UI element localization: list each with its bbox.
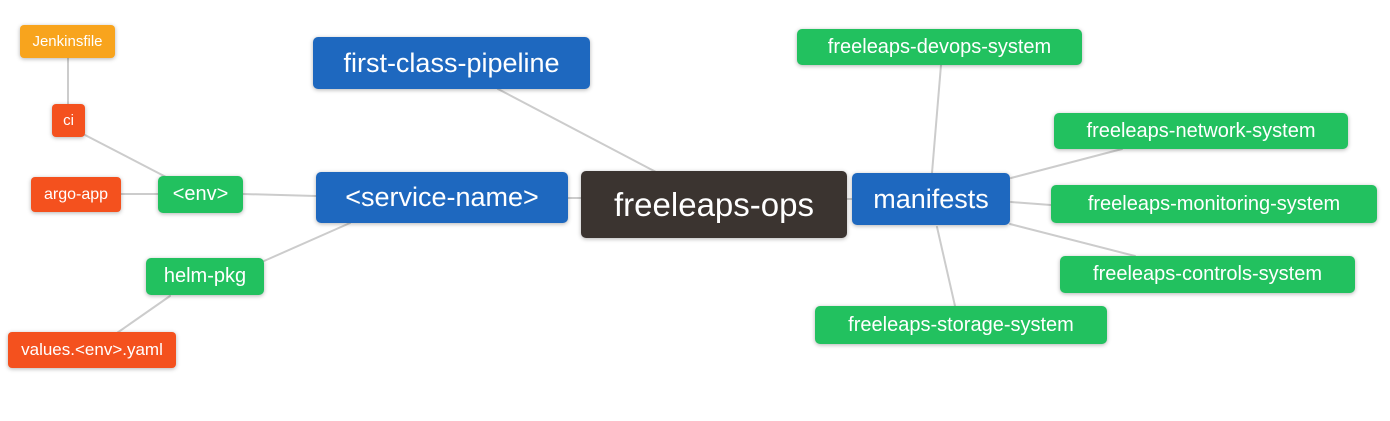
edge-ci-env — [84, 134, 167, 178]
edge-service-name-helm-pkg — [263, 222, 351, 262]
edge-first-class-pipeline-freeleaps-ops — [497, 88, 657, 173]
node-manifests[interactable]: manifests — [852, 173, 1010, 225]
node-argo-app[interactable]: argo-app — [31, 177, 121, 212]
node-freeleaps-monitoring-system[interactable]: freeleaps-monitoring-system — [1051, 185, 1377, 223]
edge-env-service-name — [242, 193, 317, 197]
node-helm-pkg[interactable]: helm-pkg — [146, 258, 264, 295]
node-freeleaps-storage-system[interactable]: freeleaps-storage-system — [815, 306, 1107, 344]
edge-manifests-devops-system — [931, 64, 942, 174]
edge-manifests-controls-system — [1009, 223, 1136, 257]
edge-manifests-storage-system — [936, 226, 956, 307]
node-service-name[interactable]: <service-name> — [316, 172, 568, 223]
node-ci[interactable]: ci — [52, 104, 85, 137]
node-freeleaps-controls-system[interactable]: freeleaps-controls-system — [1060, 256, 1355, 293]
node-jenkinsfile[interactable]: Jenkinsfile — [20, 25, 115, 58]
node-freeleaps-network-system[interactable]: freeleaps-network-system — [1054, 113, 1348, 149]
edge-helm-pkg-values-env-yaml — [116, 295, 171, 334]
node-first-class-pipeline[interactable]: first-class-pipeline — [313, 37, 590, 89]
node-freeleaps-ops[interactable]: freeleaps-ops — [581, 171, 847, 238]
edge-manifests-monitoring-system — [1010, 201, 1052, 206]
node-env[interactable]: <env> — [158, 176, 243, 213]
node-values-env-yaml[interactable]: values.<env>.yaml — [8, 332, 176, 368]
edge-manifests-network-system — [1010, 148, 1123, 179]
node-freeleaps-devops-system[interactable]: freeleaps-devops-system — [797, 29, 1082, 65]
